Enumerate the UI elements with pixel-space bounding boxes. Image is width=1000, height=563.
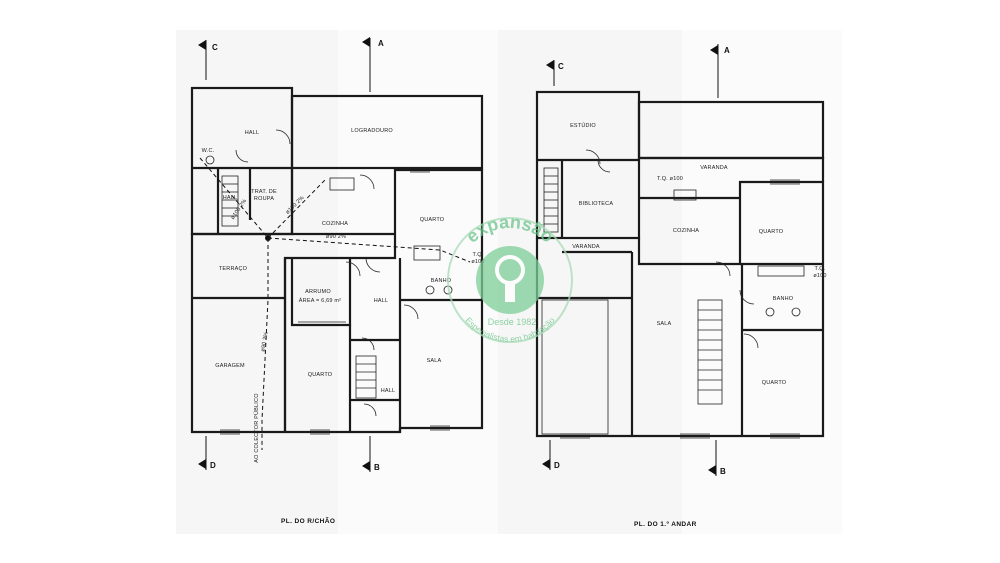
room-label: TERRAÇO: [219, 266, 248, 272]
drain-line: [267, 237, 471, 263]
svg-text:B: B: [374, 463, 380, 472]
coletor-annotation: AO COLECTOR PÚBLICO: [253, 393, 260, 463]
room-label: ARRUMO: [305, 289, 331, 295]
watermark-logo-icon: [476, 246, 544, 314]
room-label: ROUPA: [254, 196, 274, 202]
tq-annotation: ø100: [813, 273, 826, 279]
room-label: ÁREA = 6,69 m²: [299, 297, 341, 304]
section-marker-a: A: [710, 44, 730, 98]
stairs: [221, 175, 239, 227]
stairs: [543, 167, 559, 233]
windows: [220, 167, 450, 435]
room-label: ESTÚDIO: [570, 122, 596, 129]
first-floor-title: PL. DO 1.º ANDAR: [634, 521, 697, 528]
door-arc: [275, 129, 291, 145]
wall-block: [535, 90, 641, 240]
door-arc: [361, 337, 375, 351]
room-label: BANHO: [431, 278, 452, 284]
sink-fixture: [425, 285, 435, 295]
door-arc: [743, 333, 759, 349]
tq-annotation: T.Q.: [815, 266, 826, 272]
interior-wall: [290, 258, 352, 327]
watermark-ring: [447, 217, 573, 343]
pipe-annotation: ø100 2%: [285, 195, 306, 216]
scan-band: [338, 30, 498, 534]
pipe-annotation: ø90 2%: [260, 331, 269, 352]
section-marker-d: D: [198, 436, 216, 470]
door-arc: [235, 149, 249, 163]
watermark-logo-icon: [505, 282, 515, 302]
room-label: TRAT. DE: [251, 189, 277, 195]
door-arc: [365, 257, 381, 273]
svg-text:A: A: [378, 39, 384, 48]
room-label: BANHO: [773, 296, 794, 302]
section-marker-c: C: [198, 40, 218, 80]
door-arc: [715, 261, 731, 277]
room-label: HALL: [245, 130, 260, 136]
ground-floor-plan: HALL LOGRADOURO TRAT. DE ROUPA HALL COZI…: [190, 37, 484, 525]
bath-tub: [757, 265, 805, 277]
stairs: [355, 355, 377, 399]
kitchen-counter: [673, 189, 697, 201]
first-floor-plan: ESTÚDIO BIBLIOTECA VARANDA VARANDA COZIN…: [535, 44, 826, 528]
room-label: QUARTO: [308, 372, 333, 378]
scan-band: [682, 30, 842, 534]
room-label: VARANDA: [700, 165, 728, 171]
wall-block: [190, 86, 294, 236]
svg-text:B: B: [720, 467, 726, 476]
door-arc: [585, 149, 601, 165]
windows: [560, 179, 800, 439]
room-label: GARAGEM: [215, 363, 245, 369]
tq-annotation: T.Q.: [473, 252, 484, 258]
svg-text:A: A: [724, 46, 730, 55]
ground-floor-title: PL. DO R/CHÃO: [281, 516, 335, 525]
svg-text:D: D: [554, 461, 560, 470]
toilet-fixture: [791, 307, 801, 317]
drain-junction: [265, 235, 271, 241]
svg-text:C: C: [558, 62, 564, 71]
room-label: HALL: [223, 195, 238, 201]
section-marker-c: C: [546, 60, 564, 86]
section-marker-a: A: [362, 37, 384, 92]
svg-text:D: D: [210, 461, 216, 470]
section-marker-b: B: [708, 440, 726, 476]
outer-wall: [535, 180, 825, 438]
varanda-rail: [639, 156, 825, 182]
watermark-since: Desde 1982: [488, 317, 537, 327]
door-arc: [359, 174, 375, 190]
room-label: W.C.: [202, 148, 215, 154]
bath-tub: [413, 245, 441, 261]
logradouro-block: [290, 94, 484, 170]
drain-line: [199, 157, 269, 450]
room-label: SALA: [657, 321, 672, 327]
toilet-fixture: [205, 155, 215, 165]
room-label: HALL: [381, 388, 396, 394]
door-arc: [345, 261, 361, 277]
tq-annotation: T.Q. ø100: [657, 176, 683, 182]
room-label: SALA: [427, 358, 442, 364]
door-arc: [403, 304, 419, 320]
section-marker-b: B: [362, 436, 380, 472]
pipe-annotation: ø100 2%: [230, 198, 248, 221]
room-label: BIBLIOTECA: [579, 201, 614, 207]
section-marker-d: D: [542, 440, 560, 470]
pipe-annotation: ø90 2%: [326, 234, 346, 240]
room-label: HALL: [374, 298, 389, 304]
room-label: VARANDA: [572, 244, 600, 250]
room-label: LOGRADOURO: [351, 128, 393, 134]
door-arc: [597, 159, 611, 173]
tq-annotation: ø100: [471, 259, 484, 265]
room-label: QUARTO: [759, 229, 784, 235]
svg-text:C: C: [212, 43, 218, 52]
door-arc: [739, 289, 755, 305]
room-label: QUARTO: [762, 380, 787, 386]
stairs: [697, 299, 723, 405]
sink-fixture: [765, 307, 775, 317]
room-label: COZINHA: [322, 221, 348, 227]
room-label: COZINHA: [673, 228, 699, 234]
room-label: QUARTO: [420, 217, 445, 223]
kitchen-counter: [329, 177, 355, 191]
door-arc: [363, 403, 377, 417]
